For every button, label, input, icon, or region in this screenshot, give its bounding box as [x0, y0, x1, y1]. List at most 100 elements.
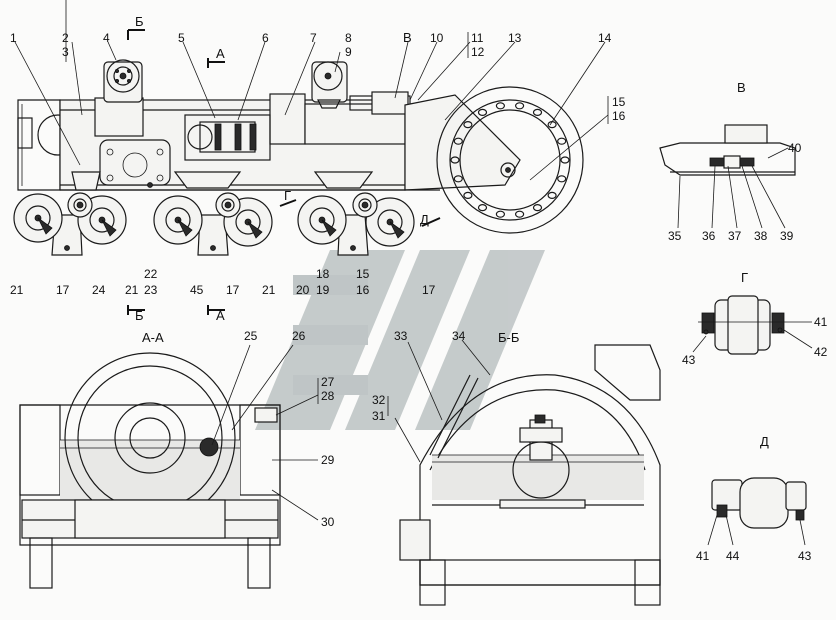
- callout-1: 1: [10, 31, 17, 45]
- callout-11: 11: [471, 31, 484, 45]
- idler-hole: [557, 175, 567, 183]
- mark-v-arrow: В: [403, 30, 412, 45]
- callout-9: 9: [345, 45, 352, 59]
- idler-hole: [463, 120, 473, 129]
- idler-hole: [560, 156, 570, 164]
- callout-40: 40: [788, 141, 802, 155]
- mark-d-arrow: Д: [420, 212, 429, 227]
- main-side-view: [17, 59, 584, 256]
- callout-12: 12: [471, 45, 485, 59]
- mark-b-bottom: Б: [135, 308, 144, 323]
- callout-27: 27: [321, 375, 335, 389]
- callout-21-b: 21: [125, 283, 139, 297]
- road-wheel: [67, 192, 93, 218]
- callout-19: 19: [316, 283, 330, 297]
- idler-hole: [532, 204, 543, 212]
- callout-38: 38: [754, 229, 768, 243]
- idler-hole: [514, 102, 525, 110]
- idler-hole: [495, 210, 505, 218]
- support-roller-4: [103, 59, 143, 103]
- idler-wheel-14: [436, 86, 584, 234]
- road-wheel: [352, 192, 378, 218]
- callout-26: 26: [292, 329, 306, 343]
- callout-4: 4: [103, 31, 110, 45]
- callout-42: 42: [814, 345, 828, 359]
- view-g-roller-detail: [692, 295, 813, 355]
- callout-31: 31: [372, 409, 386, 423]
- idler-tension-tube: [349, 91, 411, 115]
- mark-a-top: А: [216, 46, 225, 61]
- callout-22: 22: [144, 267, 158, 281]
- callout-41-b: 41: [696, 549, 710, 563]
- callout-17-c: 17: [422, 283, 436, 297]
- idler-hole: [547, 191, 557, 199]
- watermark-logo: [255, 250, 545, 430]
- callout-16: 16: [612, 109, 626, 123]
- section-titles: А-А Б-Б В Г Д: [142, 80, 769, 449]
- title-view-g: Г: [741, 270, 748, 285]
- callout-35: 35: [668, 229, 682, 243]
- road-wheel: [365, 197, 415, 247]
- road-wheel: [153, 195, 203, 245]
- callout-28: 28: [321, 389, 335, 403]
- callout-10: 10: [430, 31, 444, 45]
- idler-hole: [453, 137, 463, 145]
- view-d-roller-detail: [707, 477, 807, 546]
- callout-34: 34: [452, 329, 466, 343]
- idler-hole: [463, 191, 473, 199]
- title-section-a-a: А-А: [142, 330, 164, 345]
- road-wheels: [13, 192, 415, 247]
- callout-13: 13: [508, 31, 522, 45]
- support-roller-8: [311, 61, 348, 109]
- idler-wheel-bolt-holes: [450, 102, 570, 218]
- callout-15-b: 15: [356, 267, 370, 281]
- callout-29: 29: [321, 453, 335, 467]
- callout-18: 18: [316, 267, 330, 281]
- callout-39: 39: [780, 229, 794, 243]
- title-section-b-b: Б-Б: [498, 330, 519, 345]
- road-wheel: [13, 193, 63, 243]
- callout-numbers: 1 2 3 4 5 6 7 8 9 10 11 12 13 14 15 16 2…: [10, 31, 828, 563]
- idler-hole: [453, 175, 463, 183]
- b-b-spindle: [499, 414, 586, 509]
- road-wheel: [215, 192, 241, 218]
- idler-hole: [514, 210, 525, 218]
- road-wheel: [297, 195, 347, 245]
- mark-b-top: Б: [135, 14, 144, 29]
- callout-44: 44: [726, 549, 740, 563]
- callout-16-b: 16: [356, 283, 370, 297]
- callout-leaders-main: [14, 0, 609, 181]
- gear-assembly: [184, 114, 271, 161]
- callout-14: 14: [598, 31, 612, 45]
- callout-43-b: 43: [798, 549, 812, 563]
- section-a-a: [19, 344, 319, 589]
- section-b-b: [387, 339, 661, 606]
- callout-45: 45: [190, 283, 204, 297]
- callout-36: 36: [702, 229, 716, 243]
- callout-3: 3: [62, 45, 69, 59]
- view-v-seal-detail: [659, 124, 796, 229]
- callout-7: 7: [310, 31, 317, 45]
- callout-43-a: 43: [682, 353, 696, 367]
- callout-5: 5: [178, 31, 185, 45]
- callout-25: 25: [244, 329, 258, 343]
- idler-hole: [477, 204, 488, 212]
- callout-6: 6: [262, 31, 269, 45]
- callout-17-b: 17: [226, 283, 240, 297]
- mark-g-arrow: Г: [284, 188, 291, 203]
- callout-15: 15: [612, 95, 626, 109]
- callout-23: 23: [144, 283, 158, 297]
- callout-24: 24: [92, 283, 106, 297]
- callout-37: 37: [728, 229, 742, 243]
- title-view-v: В: [737, 80, 746, 95]
- idler-hole: [450, 156, 460, 164]
- section-marks: Б А Б А В Г Д: [135, 14, 429, 323]
- callout-33: 33: [394, 329, 408, 343]
- callout-20: 20: [296, 283, 310, 297]
- idler-hole: [557, 137, 567, 145]
- title-view-d: Д: [760, 434, 769, 449]
- callout-17-a: 17: [56, 283, 70, 297]
- callout-21-a: 21: [10, 283, 24, 297]
